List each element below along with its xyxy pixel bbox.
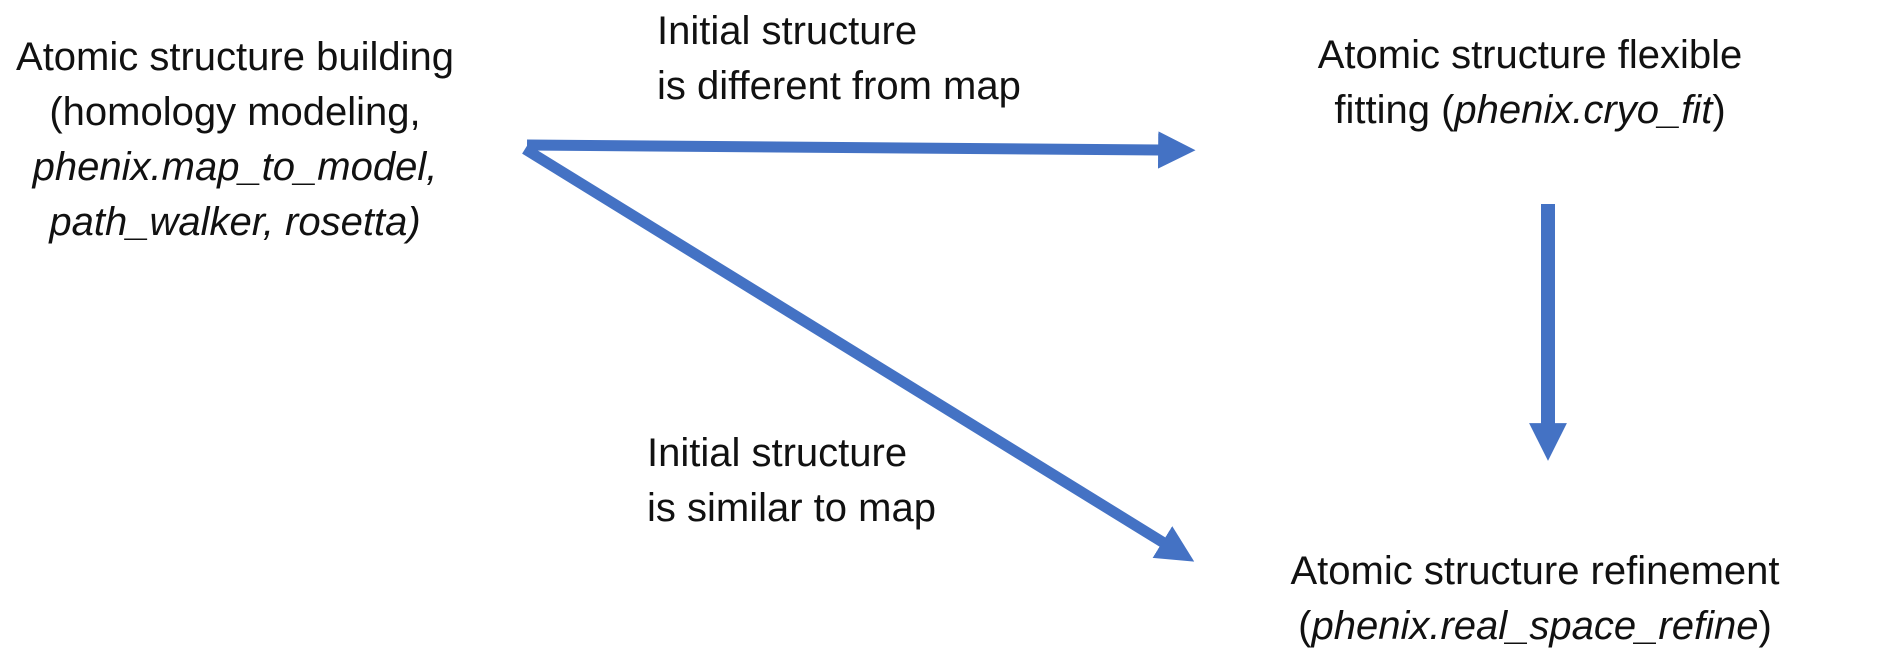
node-flexible-fitting: Atomic structure flexible fitting (pheni… [1265,28,1795,138]
refinement-line-2: (phenix.real_space_refine) [1255,599,1815,654]
fitting-line-2-pre: fitting ( [1334,88,1455,132]
arrow-building-to-refinement [522,144,1195,562]
fitting-line-2-tool: phenix.cryo_fit [1454,88,1713,132]
fitting-line-1: Atomic structure flexible [1317,33,1743,77]
similar-line-2: is similar to map [647,486,936,530]
fitting-line-2: fitting (phenix.cryo_fit) [1265,83,1795,138]
different-line-2: is different from map [657,64,1021,108]
fitting-line-2-post: ) [1712,88,1726,132]
refinement-line-2-post: ) [1758,604,1772,648]
refinement-line-2-pre: ( [1298,604,1312,648]
building-line-1: Atomic structure building [16,35,454,79]
building-line-2: (homology modeling, [49,90,421,134]
edge-label-structure-similar: Initial structure is similar to map [647,426,936,536]
node-structure-refinement: Atomic structure refinement (phenix.real… [1255,544,1815,654]
similar-line-1: Initial structure [647,431,908,475]
refinement-line-1: Atomic structure refinement [1290,549,1780,593]
refinement-line-2-tool: phenix.real_space_refine [1311,604,1759,648]
different-line-1: Initial structure [657,9,918,53]
building-line-3: phenix.map_to_model, [32,145,438,189]
arrow-building-to-fitting [526,131,1196,169]
node-atomic-structure-building: Atomic structure building (homology mode… [0,30,475,250]
edge-label-structure-different: Initial structure is different from map [657,4,1021,114]
building-line-4: path_walker, rosetta) [49,200,421,244]
